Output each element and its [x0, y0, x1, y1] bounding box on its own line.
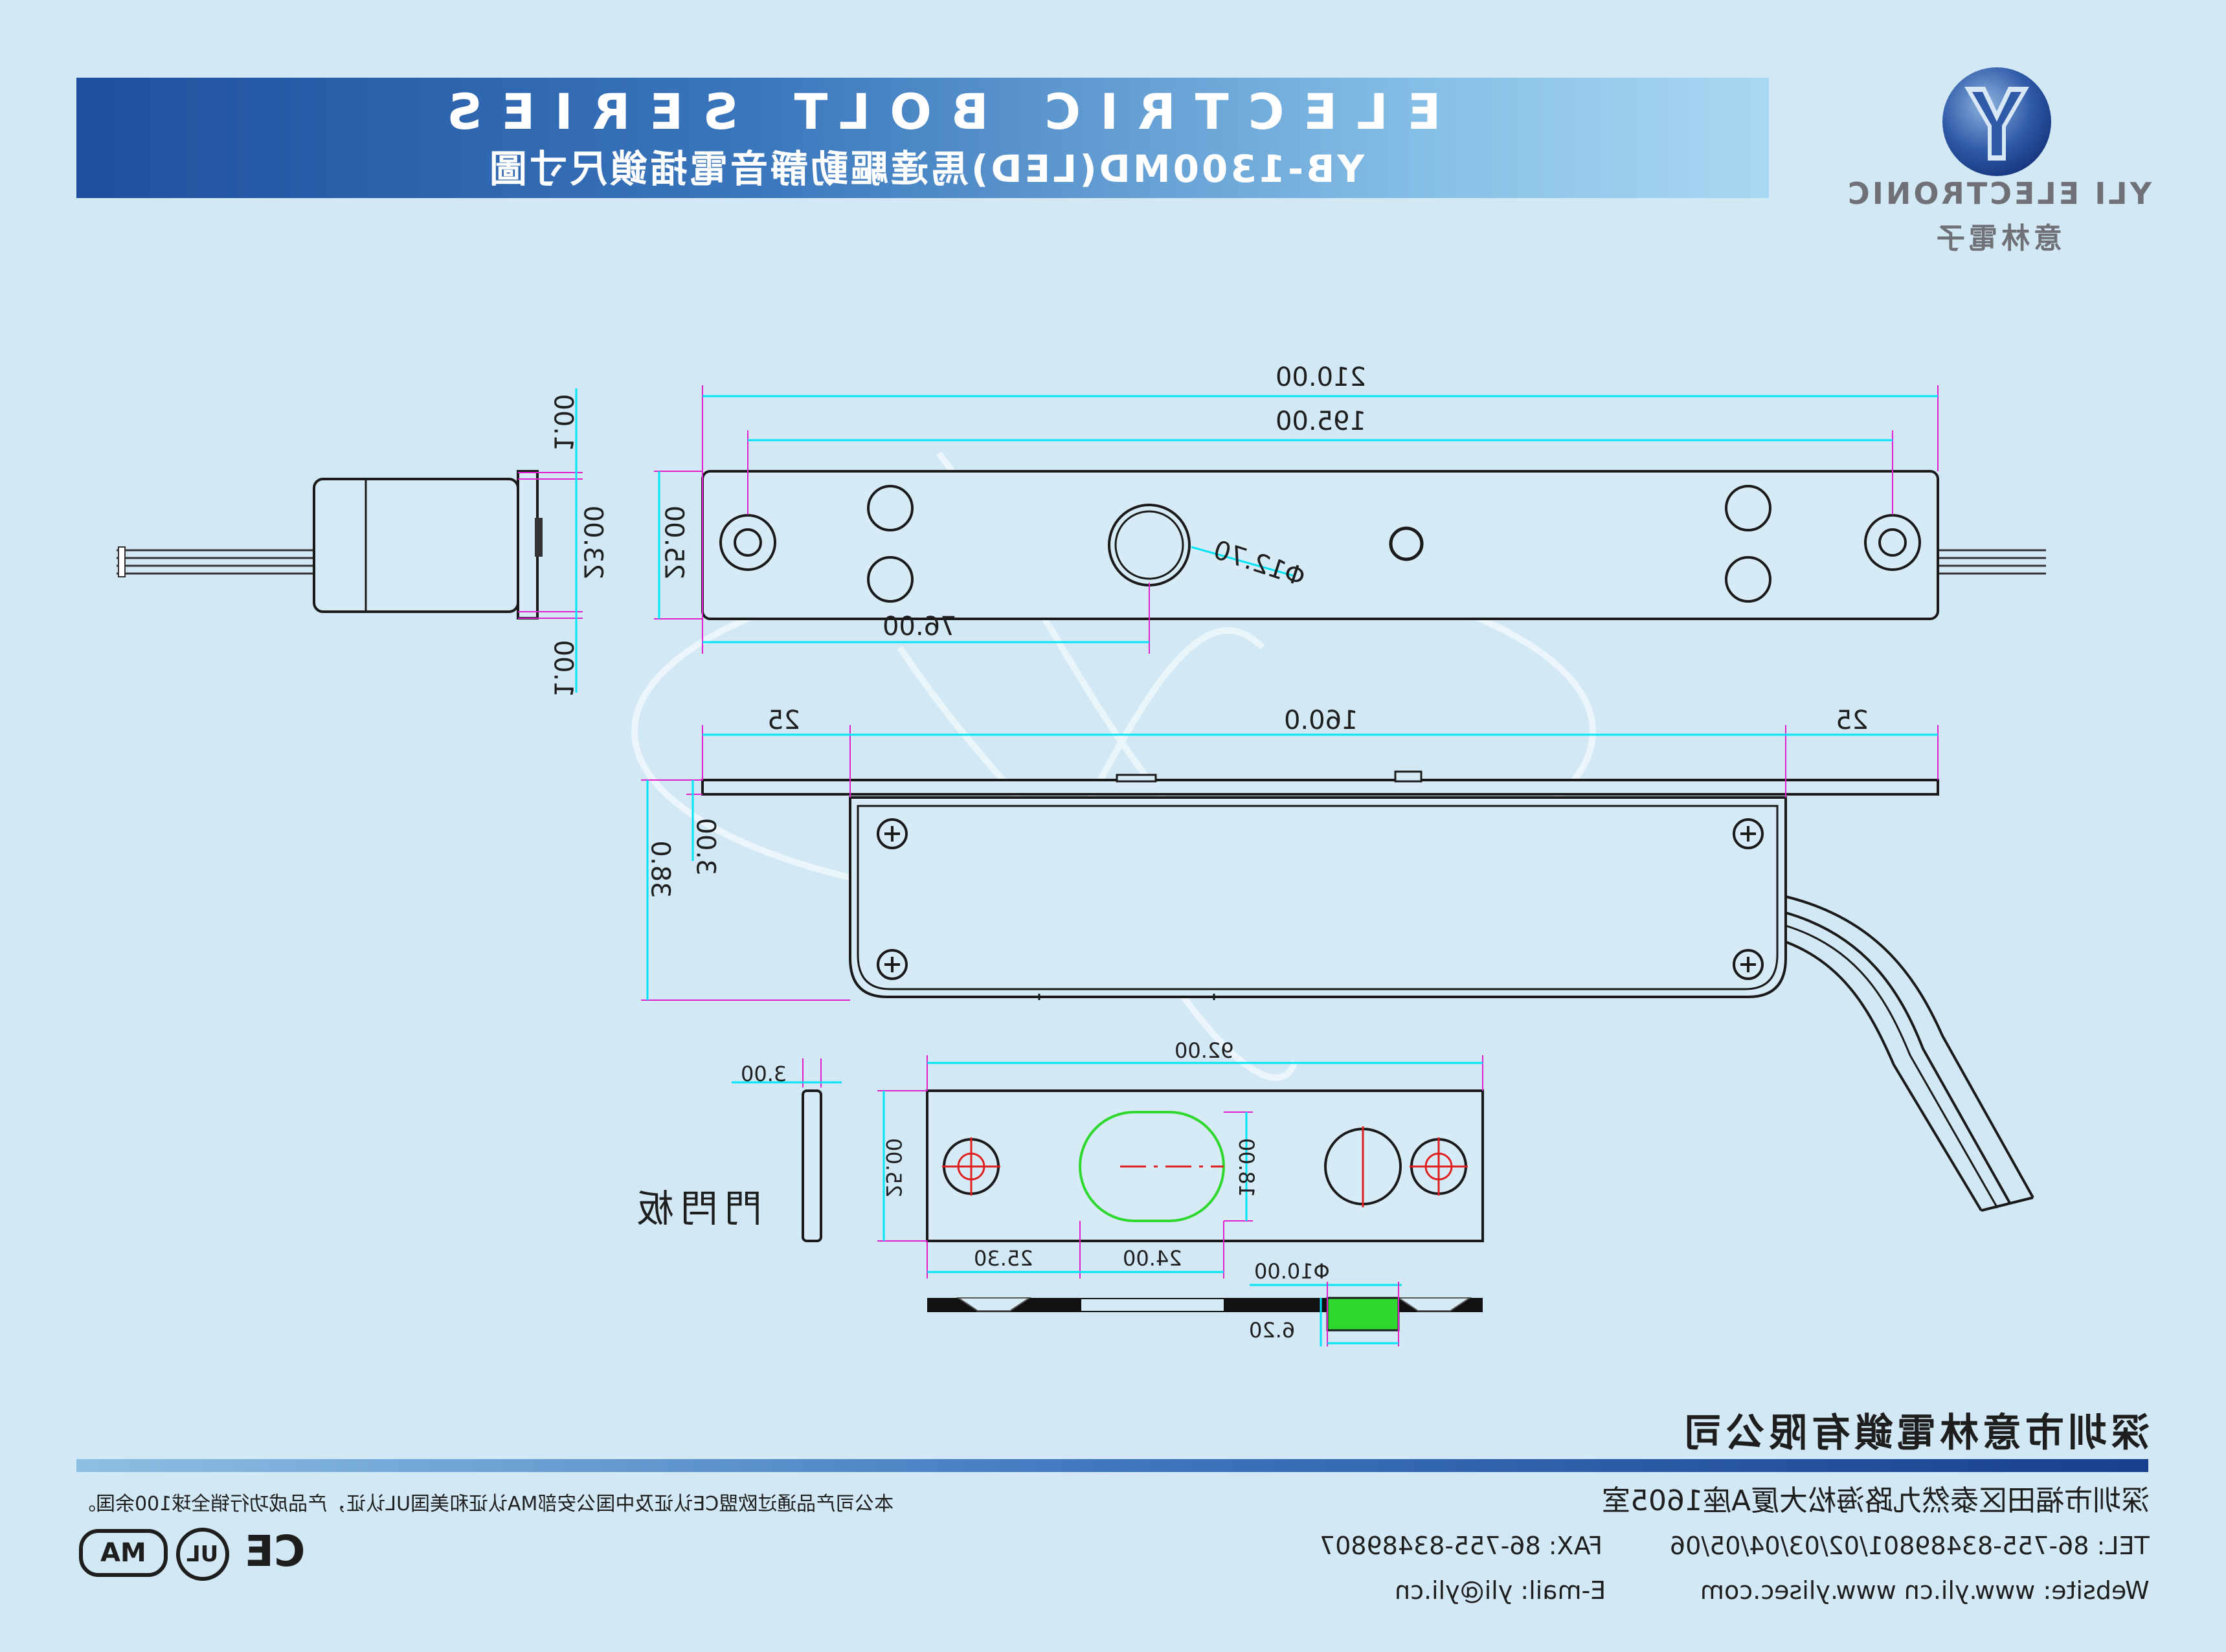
dim-flange-left: 25: [767, 706, 800, 735]
footer-divider: [76, 1459, 2148, 1472]
title-banner: [76, 78, 1769, 198]
dim-strike-thickness: 3.00: [741, 1062, 787, 1086]
footer-fax: FAX: 86-755-83489807: [1320, 1532, 1602, 1560]
dim-total-length: 210.00: [1276, 363, 1366, 392]
strike-plate-label: 門閂板: [629, 1187, 762, 1231]
ul-cert-icon: UL: [176, 1528, 229, 1581]
dim-side-width: 23.00: [577, 505, 607, 580]
footer-email: E-mail: yli@yli.cn: [1394, 1576, 1606, 1605]
footer-address: 深圳市福田区泰然九路海松大厦A座1605室: [1601, 1484, 2150, 1517]
dim-hole-diameter: Φ10.00: [1254, 1259, 1330, 1284]
side-view: [117, 388, 583, 693]
dim-strike-width: 25.00: [881, 1138, 906, 1198]
top-view: [654, 385, 2046, 654]
dim-side-gap-top: 1.00: [548, 394, 578, 452]
front-view: [641, 725, 2034, 1212]
footer-cert-note: 本公司产品通过欧盟CE认证及中国公安部MA认证和美国UL认证，产品成功行销全球1…: [76, 1493, 894, 1515]
dim-slot-offset: 25.30: [974, 1246, 1033, 1271]
dim-side-gap-bottom: 1.00: [548, 640, 578, 698]
y-logo-icon: [1942, 67, 2051, 176]
ce-cert-icon: CE: [245, 1526, 306, 1576]
dim-flange-thickness: 3.00: [691, 818, 721, 876]
strike-plate-view: [732, 1055, 1484, 1346]
dim-body-length: 160.0: [1283, 706, 1358, 735]
ma-cert-icon: MA: [79, 1529, 168, 1577]
footer-website: Website: www.yli.cn www.ylisec.com: [1700, 1576, 2150, 1605]
footer-tel: TEL: 86-755-83489801/02/03/04/05/06: [1670, 1532, 2150, 1560]
dim-hole-spacing: 195.00: [1276, 407, 1366, 436]
company-name: 深圳市意林電鎖有限公司: [1680, 1411, 2150, 1456]
dim-slot-width: 24.00: [1123, 1246, 1182, 1271]
dim-hole-depth: 6.20: [1249, 1318, 1296, 1343]
dim-flange-right: 25: [1835, 706, 1869, 735]
company-logo: [1939, 63, 2055, 180]
dim-slot-height: 18.00: [1233, 1138, 1259, 1198]
dim-center-offset: 76.00: [882, 612, 957, 642]
dim-strike-length: 92.00: [1175, 1038, 1234, 1063]
